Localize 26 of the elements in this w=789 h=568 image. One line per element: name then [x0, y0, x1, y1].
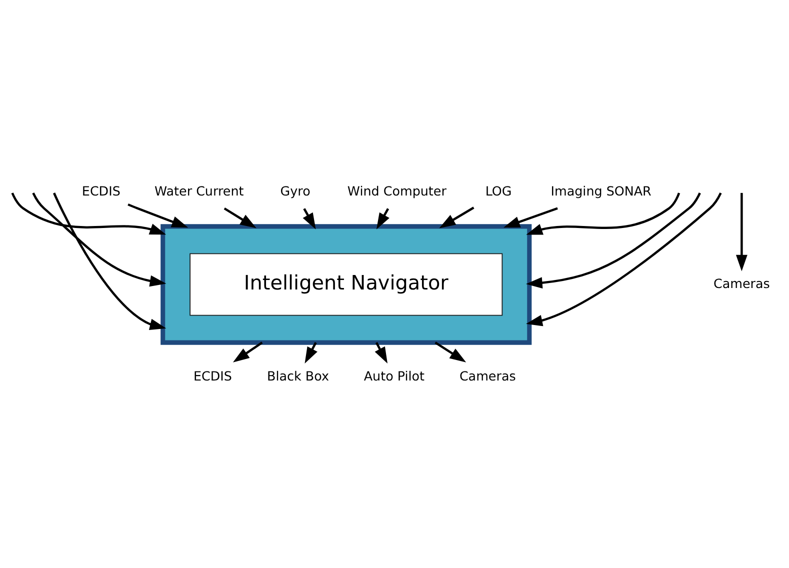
arrow [53, 192, 166, 330]
node-text: Cameras [459, 368, 516, 383]
node-text: Gyro [280, 182, 310, 198]
arrow [526, 192, 722, 326]
node-text: Auto Pilot [364, 368, 425, 383]
arrow [32, 192, 166, 286]
node-text: Black Box [267, 368, 330, 383]
node-text: ECDIS [82, 182, 120, 198]
arrow [11, 192, 166, 234]
node-box: Intelligent Navigator [190, 252, 503, 316]
node-text: Wind Computer [347, 182, 446, 198]
node-text: LOG [485, 182, 512, 198]
cluster [160, 224, 532, 344]
arrow [736, 192, 748, 271]
arrow [526, 192, 701, 288]
arrow [439, 206, 474, 228]
node-text: Cameras [713, 275, 770, 290]
node-text: Water Current [154, 182, 244, 198]
arrow [128, 202, 188, 228]
arrow [526, 192, 680, 234]
node-text: Imaging SONAR [550, 182, 652, 198]
arrow [232, 341, 263, 362]
node-text: ECDIS [194, 368, 232, 383]
arrow [504, 206, 558, 228]
arrow [434, 341, 466, 362]
arrow [224, 207, 256, 228]
